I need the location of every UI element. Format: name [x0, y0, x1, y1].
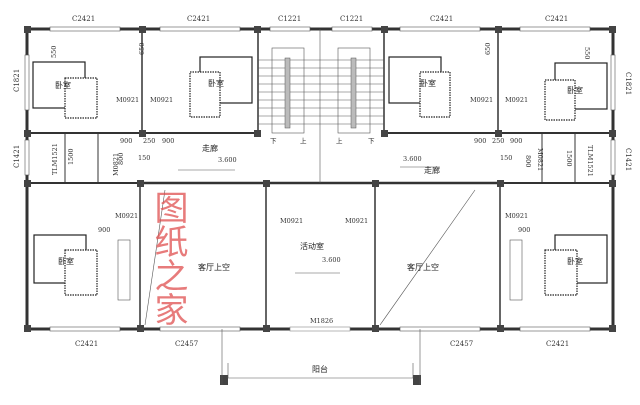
room-label-corridor: 走廊	[424, 165, 440, 175]
columns	[24, 26, 616, 385]
window-label: C2421	[75, 340, 98, 348]
dimension: 1500	[565, 150, 573, 167]
dimension: 900	[510, 137, 522, 145]
window-label: C2457	[175, 340, 198, 348]
watermark: 图纸之家	[148, 190, 188, 326]
door-label: M1826	[310, 317, 333, 325]
dimension: 550	[50, 46, 58, 58]
room-label-bedroom: 卧室	[567, 85, 583, 95]
dimension: 150	[138, 154, 150, 162]
window-openings	[24, 26, 616, 332]
door-label: M0921	[505, 212, 528, 220]
room-label-living-void: 客厅上空	[198, 262, 230, 272]
window-label: C2421	[187, 15, 210, 23]
room-label-bedroom: 卧室	[208, 78, 224, 88]
dimension: 650	[138, 43, 146, 55]
dimension: 800	[524, 155, 532, 167]
room-label-corridor: 走廊	[202, 143, 218, 153]
room-label-bedroom: 卧室	[567, 256, 583, 266]
dimension: 550	[583, 47, 591, 59]
dimension: 900	[120, 137, 132, 145]
room-label-bedroom: 卧室	[58, 256, 74, 266]
door-label: M0921	[470, 96, 493, 104]
stair-down-label: 下	[270, 137, 277, 145]
door-label: M0921	[115, 212, 138, 220]
staircase: 下 上 上 下	[258, 29, 384, 183]
window-label: C1821	[624, 72, 632, 95]
watermark-text: 图纸之家	[148, 190, 188, 326]
window-label: C1221	[278, 15, 301, 23]
window-label: C1821	[13, 69, 21, 92]
fixtures	[117, 166, 523, 385]
room-label-bedroom: 卧室	[55, 80, 71, 90]
door-label: M0921	[116, 96, 139, 104]
beds	[32, 56, 608, 296]
door-label: M0821	[536, 148, 544, 171]
elevation-label: 3.600	[403, 155, 422, 163]
dimension: 800	[117, 153, 125, 165]
dimension: 250	[492, 137, 504, 145]
door-label: TLM1521	[51, 143, 59, 175]
stair-up-label: 上	[300, 136, 307, 145]
dimension: 250	[143, 137, 155, 145]
door-label: M0921	[150, 96, 173, 104]
window-label: C2421	[545, 15, 568, 23]
stair-up-label: 上	[336, 136, 343, 145]
door-label: M0921	[505, 96, 528, 104]
window-label: C2457	[450, 340, 473, 348]
window-label: C1421	[624, 148, 632, 171]
window-label: C2421	[430, 15, 453, 23]
door-label: M0921	[280, 217, 303, 225]
room-label-bedroom: 卧室	[420, 78, 436, 88]
stair-down-label: 下	[368, 137, 375, 145]
elevation-label: 3.600	[322, 256, 341, 264]
window-label: C2421	[72, 15, 95, 23]
room-label-balcony: 阳台	[312, 364, 328, 374]
door-label: M0921	[345, 217, 368, 225]
dimension: 900	[162, 137, 174, 145]
window-label: C2421	[546, 340, 569, 348]
dimension: 900	[98, 226, 110, 234]
dimension: 900	[518, 226, 530, 234]
door-label: M0821	[112, 153, 120, 176]
dimension: 150	[500, 154, 512, 162]
dimension: 900	[474, 137, 486, 145]
room-label-living-void: 客厅上空	[407, 262, 439, 272]
door-label: TLM1521	[586, 145, 594, 177]
dimension: 650	[484, 43, 492, 55]
window-label: C1421	[13, 145, 21, 168]
window-label: C1221	[340, 15, 363, 23]
dimension: 1500	[67, 148, 75, 165]
elevation-label: 3.600	[218, 156, 237, 164]
room-label-activity: 活动室	[300, 241, 324, 251]
